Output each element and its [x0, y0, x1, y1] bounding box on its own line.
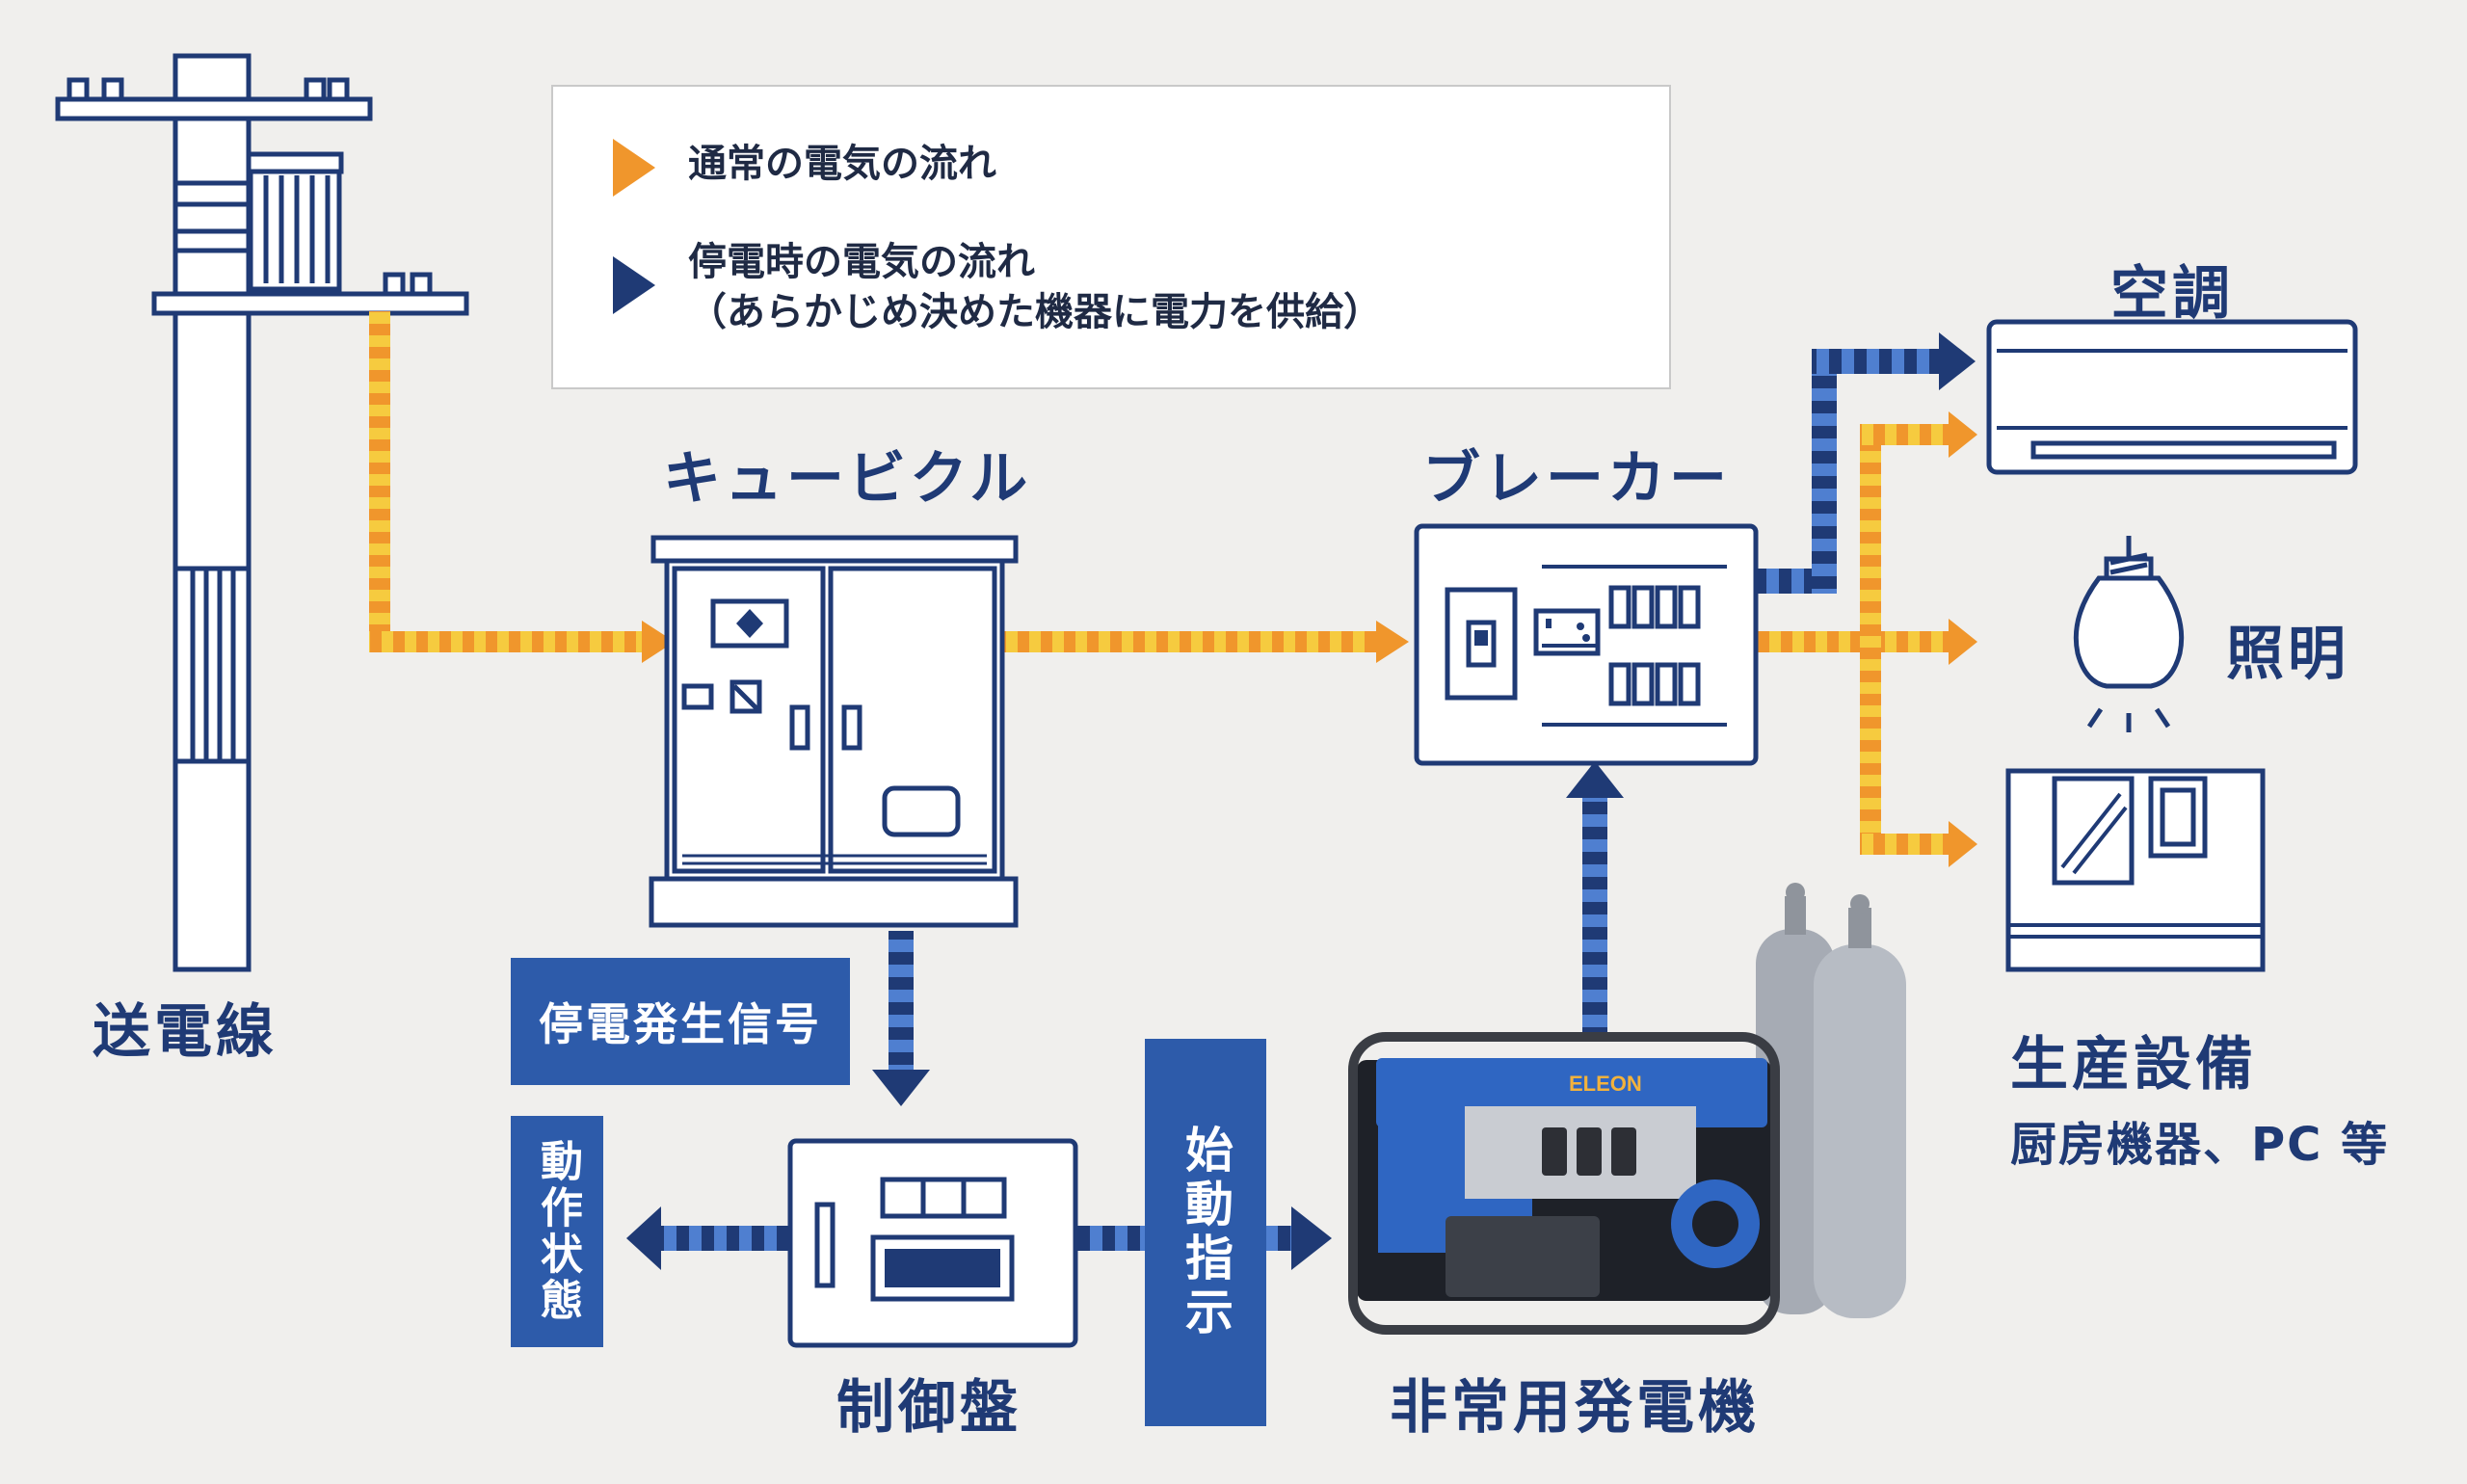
legend-normal-text: 通常の電気の流れ: [688, 142, 996, 186]
normal-flow-lines: [369, 311, 1956, 855]
generator-icon: [1348, 1032, 1780, 1335]
production-label: 生産設備: [2010, 1031, 2257, 1099]
normal-flow-arrowheads: [642, 411, 1977, 867]
power-line-label: 送電線: [93, 998, 278, 1066]
operation-status-tag: 動作状態: [511, 1116, 603, 1347]
cubicle-vents: [682, 854, 987, 865]
start-command-tag: 始動指示: [1145, 1039, 1266, 1426]
cubicle-diamond: [736, 609, 763, 638]
production-machine-details: [2008, 792, 2263, 939]
control-panel-icon: [787, 1138, 1078, 1348]
generator-label: 非常用発電機: [1390, 1374, 1760, 1442]
outage-signal-tag: 停電発生信号: [511, 958, 850, 1085]
production-machine-icon: [2005, 768, 2266, 972]
legend-outage: 停電時の電気の流れ （あらかじめ決めた機器に電力を供給）: [613, 237, 1382, 337]
breaker-lines: [1542, 565, 1727, 727]
control-panel-details: [885, 1181, 1000, 1287]
legend-outage-sub: （あらかじめ決めた機器に電力を供給）: [688, 290, 1382, 334]
bulb-details: [2086, 536, 2171, 732]
legend-outage-text: 停電時の電気の流れ: [688, 240, 1035, 284]
production-sub-label: 厨房機器、PC 等: [2010, 1118, 2390, 1172]
legend-normal: 通常の電気の流れ: [613, 139, 996, 197]
navy-triangle-icon: [613, 256, 655, 314]
breaker-indicators: [1474, 619, 1590, 646]
legend-box: 通常の電気の流れ 停電時の電気の流れ （あらかじめ決めた機器に電力を供給）: [551, 85, 1671, 389]
utility-pole-icon: [55, 53, 469, 972]
generator-brand-text: ELEON: [1569, 1072, 1642, 1096]
light-bulb-icon: [2073, 556, 2185, 689]
control-panel-label: 制御盤: [836, 1374, 1021, 1442]
cubicle-label: キュービクル: [663, 445, 1032, 513]
cubicle-switch-slash: [732, 684, 759, 711]
pole-details: [175, 175, 331, 759]
orange-triangle-icon: [613, 139, 655, 197]
cubicle-icon: [649, 535, 1019, 928]
aircon-icon: [1986, 319, 2358, 475]
aircon-label: 空調: [2110, 260, 2234, 328]
lighting-label: 照明: [2226, 621, 2349, 688]
breaker-label: ブレーカー: [1422, 445, 1731, 513]
aircon-vents: [1997, 349, 2348, 430]
outage-flow-arrowheads: [626, 332, 1976, 1270]
